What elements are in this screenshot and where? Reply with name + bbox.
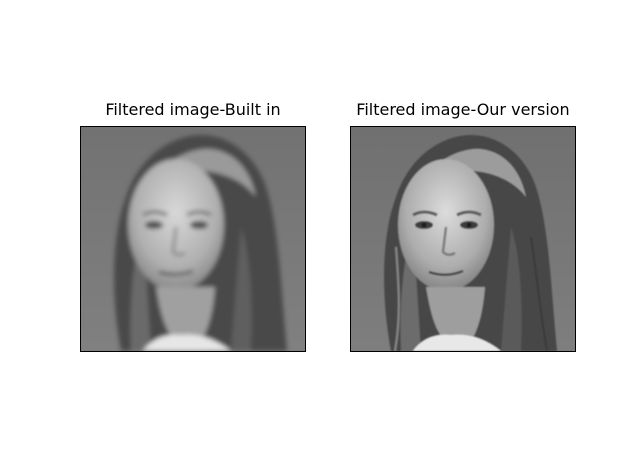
right-image-panel — [350, 126, 576, 352]
right-panel-title: Filtered image-Our version — [356, 100, 570, 119]
left-image-panel — [80, 126, 306, 352]
portrait-image-sharp — [351, 127, 575, 351]
left-panel-title: Filtered image-Built in — [105, 100, 281, 119]
portrait-image-blurred — [81, 127, 305, 351]
